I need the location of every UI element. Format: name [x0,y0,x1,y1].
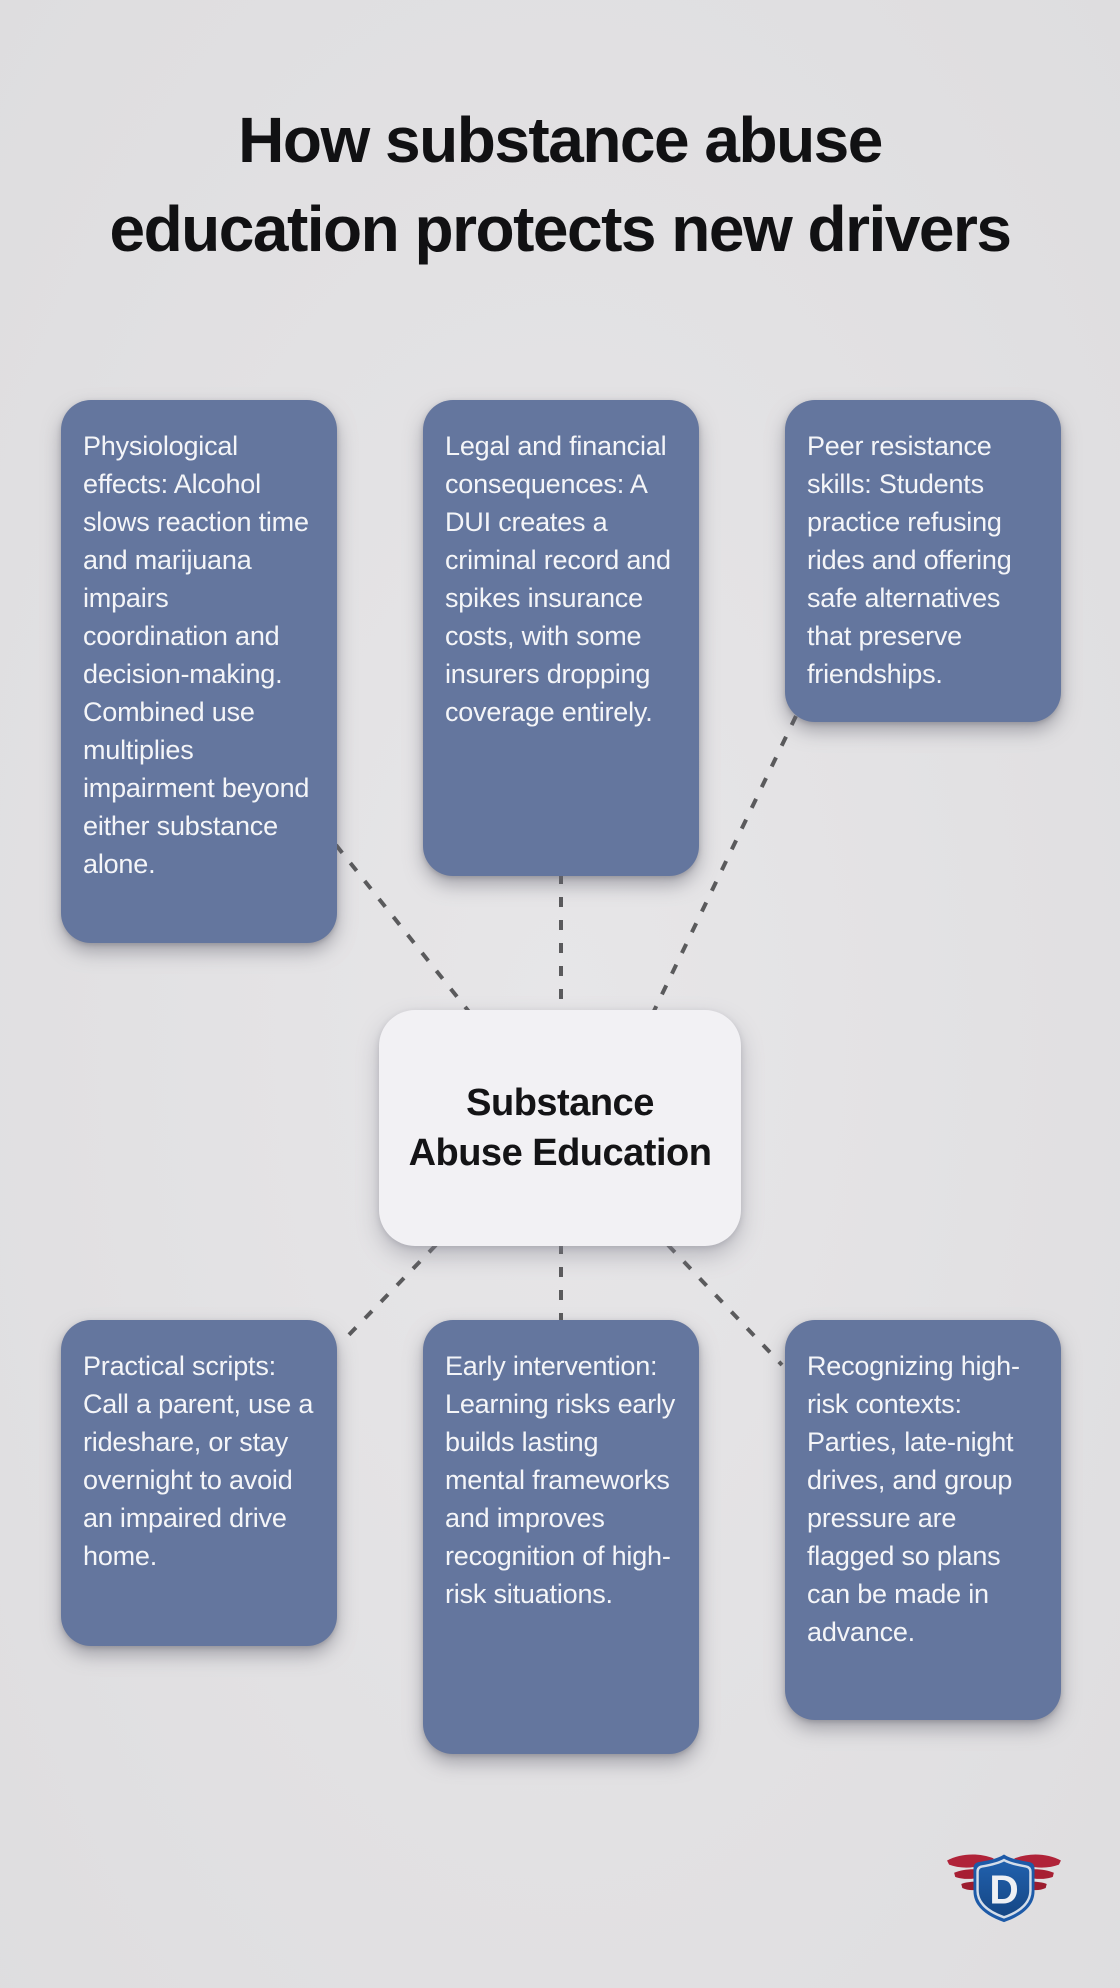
connector-bottom-right [666,1243,784,1367]
node-text: Physiological effects: Alcohol slows rea… [83,431,310,879]
connector-bottom-left [339,1243,438,1345]
node-legal-financial-consequences: Legal and financial consequences: A DUI … [423,400,699,876]
central-node-line-2: Abuse Education [408,1132,712,1174]
connector-top-right [651,715,798,1014]
node-text: Early intervention: Learning risks early… [445,1351,676,1609]
node-text: Recognizing high-risk contexts: Parties,… [807,1351,1020,1647]
logo-letter: D [989,1866,1018,1912]
node-peer-resistance-skills: Peer resistance skills: Students practic… [785,400,1061,722]
page-title-line-1: How substance abuse [238,104,883,176]
page-title-line-2: education protects new drivers [109,193,1012,265]
node-text: Legal and financial consequences: A DUI … [445,431,671,727]
node-early-intervention: Early intervention: Learning risks early… [423,1320,699,1754]
node-physiological-effects: Physiological effects: Alcohol slows rea… [61,400,337,943]
node-recognizing-high-risk-contexts: Recognizing high-risk contexts: Parties,… [785,1320,1061,1720]
brand-logo: D [947,1854,1061,1923]
logo-shield-icon: D [973,1854,1035,1923]
page-title: How substance abuse education protects n… [0,96,1120,274]
node-practical-scripts: Practical scripts: Call a parent, use a … [61,1320,337,1646]
node-text: Practical scripts: Call a parent, use a … [83,1351,314,1571]
central-node-line-1: Substance [466,1082,654,1124]
central-node-substance-abuse-education: Substance Abuse Education [379,1010,741,1246]
node-text: Peer resistance skills: Students practic… [807,431,1012,689]
